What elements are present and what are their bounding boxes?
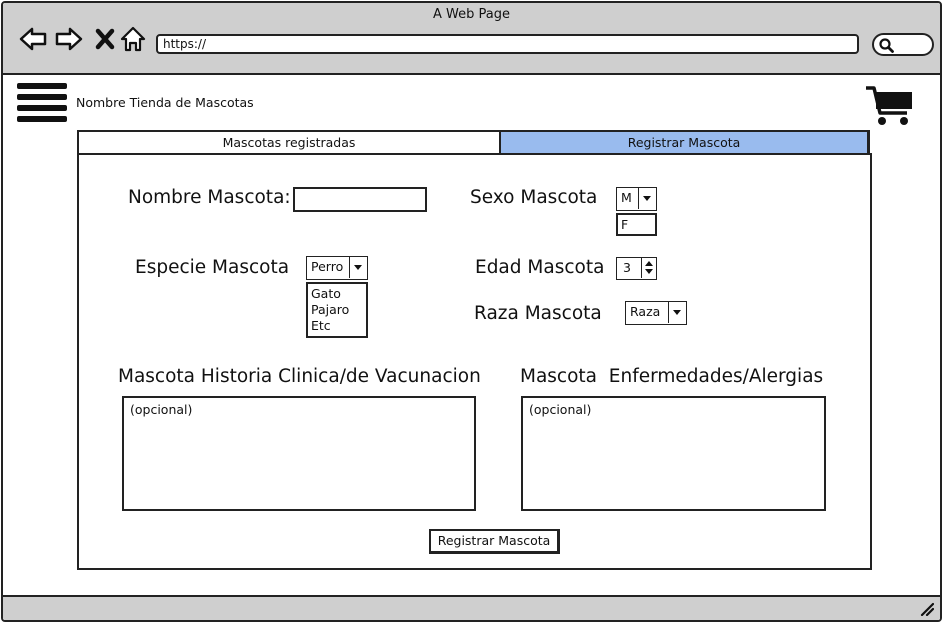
medical-history-textarea[interactable]: (opcional) (122, 396, 476, 511)
chevron-down-icon[interactable] (638, 188, 656, 209)
chevron-down-icon[interactable] (668, 302, 686, 323)
shopping-cart-icon[interactable] (865, 85, 915, 127)
register-pet-button[interactable]: Registrar Mascota (429, 529, 560, 554)
menu-bar (17, 116, 67, 122)
pet-age-label: Edad Mascota (475, 257, 605, 278)
pet-name-label: Nombre Mascota: (128, 187, 291, 208)
stop-button[interactable] (89, 23, 121, 55)
medical-history-label: Mascota Historia Clinica/de Vacunacion (118, 366, 481, 387)
pet-species-option[interactable]: Gato (311, 286, 341, 301)
stepper-buttons[interactable] (641, 258, 656, 278)
tab-register-pet[interactable]: Registrar Mascota (500, 130, 870, 155)
stepper-up-icon[interactable] (645, 261, 653, 266)
tab-registered-pets[interactable]: Mascotas registradas (77, 130, 500, 155)
pet-breed-select[interactable]: Raza (625, 301, 687, 325)
pet-breed-label: Raza Mascota (474, 303, 602, 324)
search-icon (879, 38, 894, 53)
hamburger-menu-icon[interactable] (17, 83, 67, 123)
window-title: A Web Page (433, 7, 510, 22)
pet-sex-select[interactable]: M (616, 187, 657, 211)
pet-species-option[interactable]: Etc (311, 318, 331, 333)
pet-sex-selected: M (621, 190, 632, 205)
forward-button[interactable] (53, 23, 85, 55)
pet-sex-dropdown: F (616, 213, 657, 236)
back-button[interactable] (17, 23, 49, 55)
menu-bar (17, 94, 67, 100)
home-icon (120, 26, 146, 52)
chevron-down-icon[interactable] (349, 257, 367, 278)
pet-age-stepper[interactable]: 3 (616, 257, 657, 280)
home-button[interactable] (117, 23, 149, 55)
pet-breed-selected: Raza (630, 304, 661, 319)
pet-sex-option[interactable]: F (621, 217, 629, 232)
menu-bar (17, 83, 67, 89)
forward-arrow-icon (55, 27, 83, 51)
pet-species-label: Especie Mascota (135, 257, 290, 278)
diseases-allergies-label: Mascota Enfermedades/Alergias (520, 366, 824, 387)
pet-species-select[interactable]: Perro (306, 256, 368, 280)
browser-search-field[interactable] (872, 33, 934, 56)
stepper-down-icon[interactable] (645, 269, 653, 274)
store-name: Nombre Tienda de Mascotas (76, 95, 254, 110)
pet-age-value: 3 (623, 260, 631, 275)
back-arrow-icon (19, 27, 47, 51)
pet-species-option[interactable]: Pajaro (311, 302, 350, 317)
tab-bar: Mascotas registradas Registrar Mascota (77, 130, 870, 155)
pet-species-dropdown: Gato Pajaro Etc (306, 282, 368, 338)
pet-sex-label: Sexo Mascota (470, 187, 598, 208)
status-bar (3, 595, 940, 620)
close-icon (95, 28, 115, 50)
pet-name-input[interactable] (293, 187, 427, 212)
browser-chrome: A Web Page https:// (3, 3, 940, 75)
menu-bar (17, 105, 67, 111)
diseases-allergies-textarea[interactable]: (opcional) (521, 396, 826, 511)
pet-species-selected: Perro (311, 259, 344, 274)
resize-grip-icon[interactable] (920, 602, 934, 616)
url-bar[interactable]: https:// (156, 34, 859, 54)
